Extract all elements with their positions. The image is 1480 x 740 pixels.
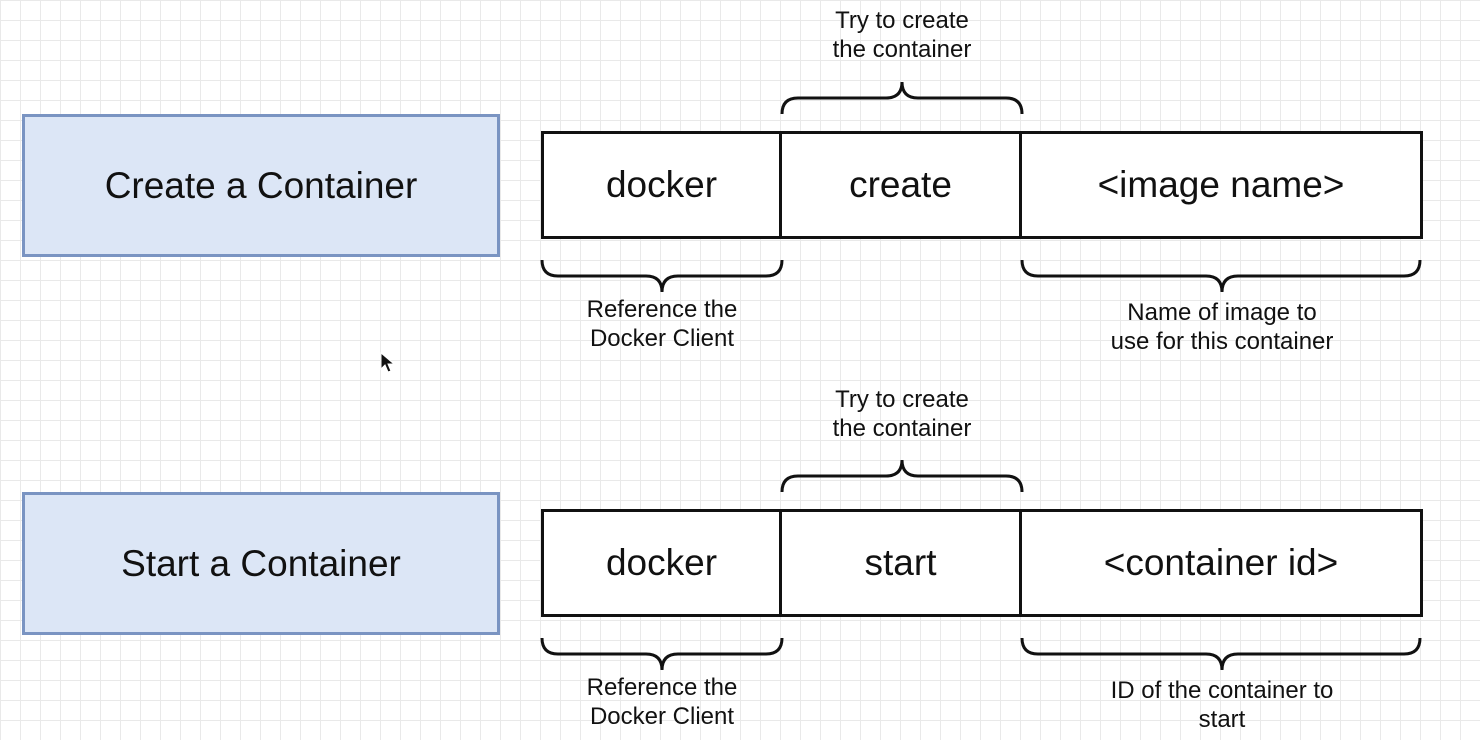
start-arg-cell: <container id> <box>1103 542 1339 583</box>
create-verb-cell: create <box>782 134 1022 236</box>
create-verb-note-line2: the container <box>832 36 972 63</box>
create-arg-cell: <image name> <box>1097 164 1345 205</box>
create-arg-note: Name of image to use for this container <box>1022 298 1422 356</box>
create-docker-note-line2: Docker Client <box>589 325 735 352</box>
create-container-title: Create a Container <box>104 164 418 206</box>
start-docker-note-line2: Docker Client <box>589 703 735 730</box>
start-arg-note-line1: ID of the container to <box>1110 677 1334 704</box>
start-verb-brace-top <box>780 459 1024 493</box>
start-docker-brace-bottom <box>540 637 784 671</box>
start-arg-note-line2: start <box>1198 706 1246 733</box>
create-container-title-box: Create a Container <box>22 114 500 257</box>
mouse-pointer-icon <box>380 352 396 373</box>
create-docker-note: Reference the Docker Client <box>542 295 782 353</box>
start-verb-note-line1: Try to create <box>835 386 969 413</box>
create-verb-note: Try to create the container <box>782 6 1022 64</box>
create-arg-brace-bottom <box>1020 259 1422 293</box>
create-docker-brace-bottom <box>540 259 784 293</box>
start-verb-note: Try to create the container <box>782 385 1022 443</box>
create-command-row: docker create <image name> <box>541 131 1423 239</box>
start-verb-note-line2: the container <box>832 415 972 442</box>
start-container-title: Start a Container <box>121 542 401 584</box>
create-docker-note-line1: Reference the <box>586 296 738 323</box>
start-container-title-box: Start a Container <box>22 492 500 635</box>
start-docker-note-line1: Reference the <box>586 674 738 701</box>
create-arg-note-line2: use for this container <box>1110 328 1334 355</box>
create-verb-brace-top <box>780 81 1024 115</box>
start-arg-note: ID of the container to start <box>1022 676 1422 734</box>
create-verb-note-line1: Try to create <box>835 7 969 34</box>
start-docker-cell: docker <box>544 512 782 614</box>
start-docker-note: Reference the Docker Client <box>542 673 782 731</box>
create-arg-note-line1: Name of image to <box>1127 299 1317 326</box>
start-verb-cell: start <box>782 512 1022 614</box>
start-arg-brace-bottom <box>1020 637 1422 671</box>
start-command-row: docker start <container id> <box>541 509 1423 617</box>
create-docker-cell: docker <box>544 134 782 236</box>
